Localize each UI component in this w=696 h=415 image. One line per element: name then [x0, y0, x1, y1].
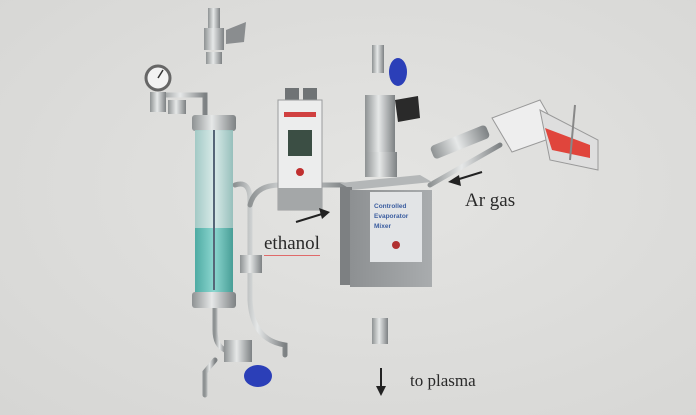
ar-flow-arrow [448, 171, 483, 186]
tubing [157, 57, 503, 398]
cem-label-line-3: Mixer [374, 223, 391, 230]
outlet-fitting [372, 318, 388, 344]
cem-label-line-2: Evaporator [374, 213, 409, 220]
ethanol-label: ethanol [264, 233, 320, 256]
ethanol-reservoir [192, 115, 236, 308]
pressure-gauge [144, 64, 186, 114]
ar-gas-label: Ar gas [465, 190, 516, 211]
to-plasma-label: to plasma [410, 371, 476, 390]
cem-label-line-1: Controlled [374, 203, 407, 210]
top-valve [204, 8, 246, 64]
controlled-evaporator-mixer: Controlled Evaporator Mixer [340, 175, 432, 287]
ar-mass-flow-controller [430, 99, 599, 171]
liquid-flow-meter [277, 88, 323, 211]
cem-control-valve [365, 45, 420, 177]
plasma-flow-arrow [376, 368, 386, 396]
bottom-valve [224, 255, 272, 387]
ethanol-flow-arrow [295, 208, 330, 223]
